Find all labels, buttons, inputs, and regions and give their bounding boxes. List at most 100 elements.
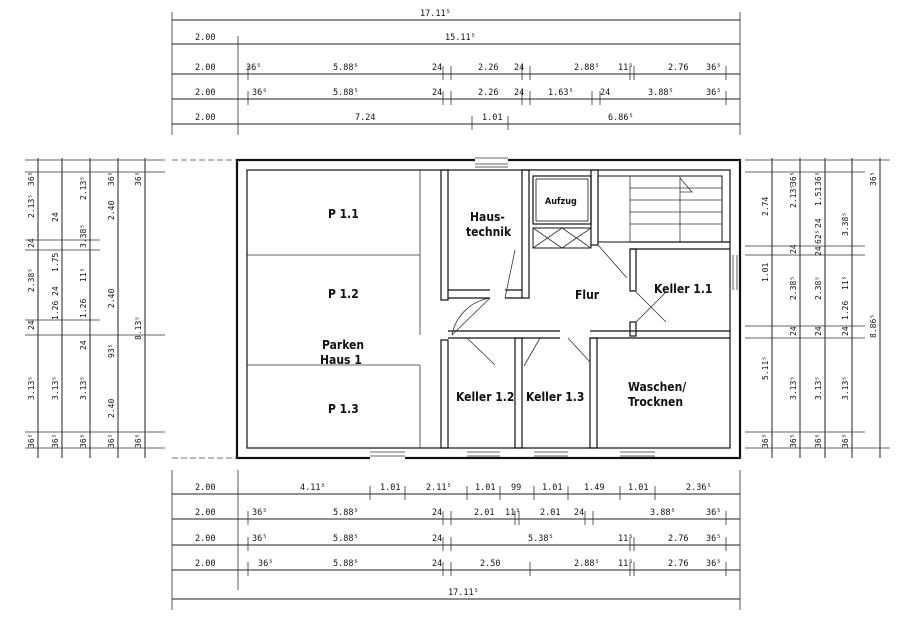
top-dim-r4-2: 1.01	[482, 113, 502, 123]
bottom-dim-r2-8: 3.88⁵	[650, 508, 676, 518]
bottom-dim-r2-2: 5.88⁵	[333, 508, 359, 518]
bottom-dim-r1-0: 2.00	[195, 483, 215, 493]
right-dim-c4-2: 1.26	[841, 301, 850, 320]
top-dim-r2-1: 36⁵	[246, 63, 261, 73]
top-dim-r2-8: 2.76	[668, 63, 688, 73]
right-dim-c1-3: 36⁵	[761, 434, 770, 448]
bottom-dim-r2-4: 2.01	[474, 508, 494, 518]
left-dim-c2-2: 24	[51, 286, 60, 296]
room-label-trocknen: Trocknen	[628, 395, 683, 409]
bottom-dim-r2-7: 24	[574, 508, 584, 518]
top-dim-r3-1: 36⁵	[252, 88, 267, 98]
bottom-dim-r3-5: 11⁵	[618, 534, 633, 544]
top-dim-r3-6: 1.63⁵	[548, 88, 574, 98]
room-label-p12: P 1.2	[328, 287, 359, 301]
top-dim-r4-0: 2.00	[195, 113, 215, 123]
bottom-dim-r1-6: 1.01	[542, 483, 562, 493]
bottom-dim-r1-7: 1.49	[584, 483, 604, 493]
bottom-dim-r2-1: 36⁵	[252, 508, 267, 518]
room-label-parken-haus: Haus 1	[320, 353, 362, 367]
top-dim-r1-a: 2.00	[195, 33, 215, 43]
bottom-dim-r2-0: 2.00	[195, 508, 215, 518]
left-dim-c2-0: 24	[51, 212, 60, 222]
right-dim-c4-1: 11⁵	[841, 276, 850, 290]
bottom-dim-r1-9: 2.36⁵	[686, 483, 712, 493]
bottom-dim-overall: 17.11⁵	[448, 588, 479, 598]
top-dim-r3-9: 36⁵	[706, 88, 721, 98]
right-dim-c4-3: 24	[841, 326, 850, 336]
bottom-dim-r1-3: 2.11⁵	[426, 483, 452, 493]
left-dim-c3-6: 36⁵	[79, 434, 88, 448]
left-dim-c2-4: 3.13⁵	[51, 376, 60, 400]
right-dim-c5-0: 36⁵	[869, 172, 878, 186]
room-label-p11: P 1.1	[328, 207, 359, 221]
right-dim-c2-1: 36⁵	[789, 172, 798, 186]
bottom-dim-r2-3: 24	[432, 508, 442, 518]
bottom-dim-r4-4: 2.50	[480, 559, 500, 569]
top-dim-r2-3: 24	[432, 63, 442, 73]
right-dim-c3-4: 24	[814, 246, 823, 256]
left-dim-c1-0: 36⁵	[27, 172, 36, 186]
top-dim-r2-7: 11⁵	[618, 63, 633, 73]
top-dim-r4-3: 6.86⁵	[608, 113, 634, 123]
left-dim-c3-4: 24	[79, 340, 88, 350]
top-dim-r2-9: 36⁵	[706, 63, 721, 73]
left-dim-c5-2: 36⁵	[134, 434, 143, 448]
right-dim-c2-2: 24	[789, 244, 798, 254]
right-dim-c1-1: 1.01	[761, 263, 770, 282]
top-dim-r2-0: 2.00	[195, 63, 215, 73]
right-dim-c2-5: 3.13⁵	[789, 376, 798, 400]
right-dim-c2-4: 24	[789, 326, 798, 336]
right-dim-c3-7: 3.13⁵	[814, 376, 823, 400]
right-dim-c4-4: 3.13⁵	[841, 376, 850, 400]
top-dim-r2-2: 5.88⁵	[333, 63, 359, 73]
top-dim-r3-4: 2.26	[478, 88, 498, 98]
right-dim-c3-2: 36⁵	[814, 172, 823, 186]
left-dim-c2-1: 1.75	[51, 253, 60, 272]
left-dim-c3-1: 3.38⁵	[79, 224, 88, 248]
right-dim-c3-0: 24	[814, 218, 823, 228]
top-dim-r3-3: 24	[432, 88, 442, 98]
bottom-dim-r1-8: 1.01	[628, 483, 648, 493]
right-dim-c3-1: 1.51	[814, 187, 823, 206]
room-label-keller-12: Keller 1.2	[456, 390, 514, 404]
right-dim-c2-0: 2.13⁵	[789, 184, 798, 208]
building-walls	[172, 157, 742, 460]
room-label-flur: Flur	[575, 288, 600, 302]
left-dim-c4-2: 2.40	[107, 289, 116, 308]
left-dim-c3-5: 3.13⁵	[79, 376, 88, 400]
top-dim-r3-5: 24	[514, 88, 524, 98]
left-dim-c3-0: 2.13⁵	[79, 176, 88, 200]
room-labels: P 1.1 P 1.2 Parken Haus 1 P 1.3 Haus- te…	[320, 197, 712, 416]
bottom-dim-r1-2: 1.01	[380, 483, 400, 493]
bottom-dim-r2-6: 2.01	[540, 508, 560, 518]
left-dim-c1-6: 36⁵	[27, 434, 36, 448]
room-label-keller-13: Keller 1.3	[526, 390, 584, 404]
right-dim-c3-5: 2.38⁵	[814, 276, 823, 300]
bottom-dim-r1-4: 1.01	[475, 483, 495, 493]
bottom-dim-r2-9: 36⁵	[706, 508, 721, 518]
bottom-dim-r4-0: 2.00	[195, 559, 215, 569]
bottom-dim-r4-6: 11⁵	[618, 559, 633, 569]
left-dim-c1-4: 24	[27, 320, 36, 330]
bottom-dim-r3-2: 5.88⁵	[333, 534, 359, 544]
top-dim-r1-b: 15.11⁵	[445, 33, 476, 43]
right-dim-c4-0: 3.38⁵	[841, 212, 850, 236]
top-dim-r2-4: 2.26	[478, 63, 498, 73]
left-dim-c3-2: 11⁵	[79, 268, 88, 282]
right-dim-c1-2: 5.11⁵	[761, 356, 770, 380]
bottom-dim-r4-7: 2.76	[668, 559, 688, 569]
bottom-dim-r3-7: 36⁵	[706, 534, 721, 544]
left-dim-c2-5: 36⁵	[51, 434, 60, 448]
left-dim-c4-5: 36⁵	[107, 434, 116, 448]
top-dim-r3-8: 3.88⁵	[648, 88, 674, 98]
left-dim-c1-5: 3.13⁵	[27, 376, 36, 400]
room-label-haustechnik-2: technik	[466, 225, 512, 239]
room-label-keller-11: Keller 1.1	[654, 282, 712, 296]
bottom-dim-r4-8: 36⁵	[706, 559, 721, 569]
top-dim-r3-2: 5.88⁵	[333, 88, 359, 98]
left-dim-c5-1: 8.13⁵	[134, 316, 143, 340]
room-label-p13: P 1.3	[328, 402, 359, 416]
right-dim-c4-5: 36⁵	[841, 434, 850, 448]
